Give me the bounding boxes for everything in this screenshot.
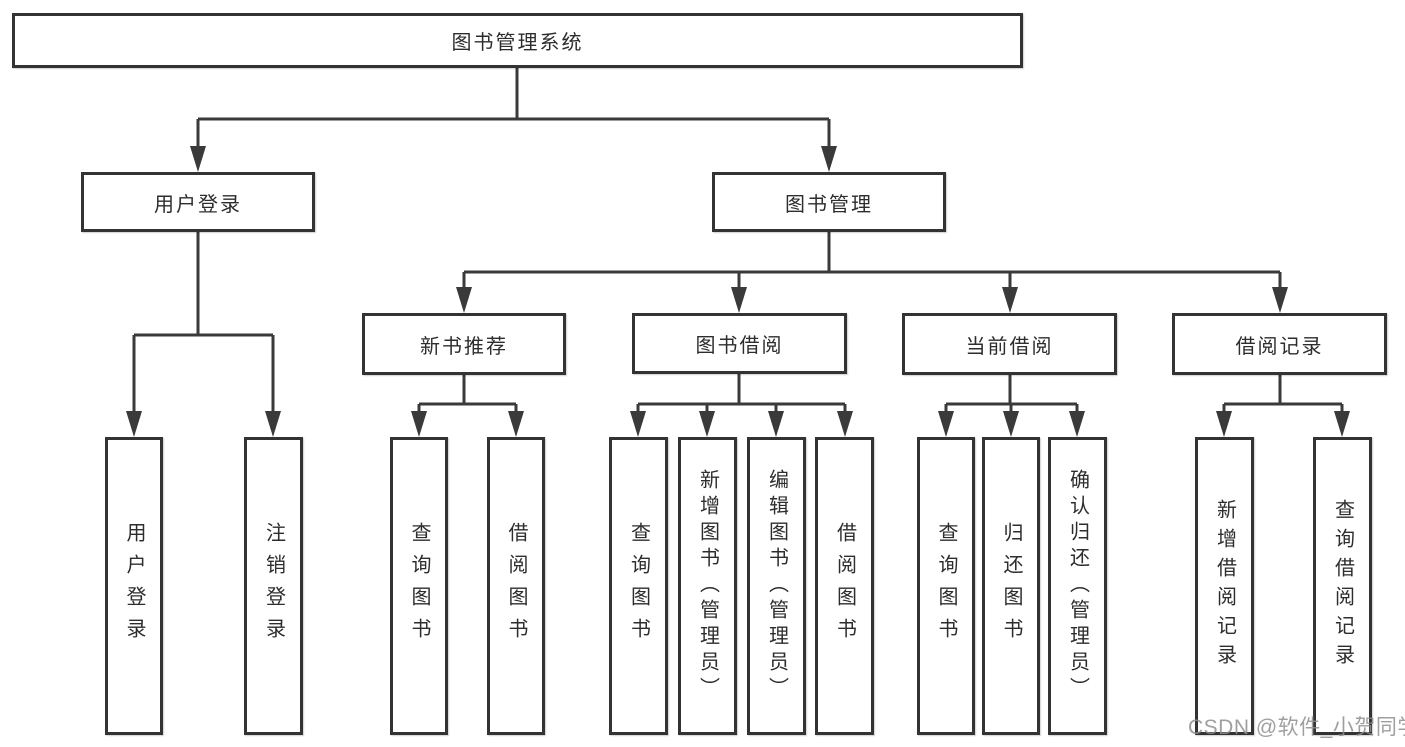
node-borrow-record: 借阅记录 xyxy=(1172,313,1387,375)
arrowheads xyxy=(126,146,1350,437)
node-leaf-recommend-query-books: 查询图书 xyxy=(390,437,448,735)
node-leaf-current-query-books: 查询图书 xyxy=(917,437,975,735)
node-user-login-label: 用户登录 xyxy=(154,193,242,216)
node-leaf-borrow-edit-books: 编辑图书（管理员） xyxy=(747,437,806,735)
node-book-borrow-label: 图书借阅 xyxy=(695,335,784,357)
node-leaf-user-login: 用户登录 xyxy=(105,437,163,735)
node-book-management: 图书管理 xyxy=(712,172,946,232)
node-new-book-recommend: 新书推荐 xyxy=(362,313,566,375)
node-leaf-logout: 注销登录 xyxy=(244,437,303,735)
node-borrow-record-label: 借阅记录 xyxy=(1235,335,1324,358)
node-user-login: 用户登录 xyxy=(81,172,315,232)
node-leaf-recommend-borrow-books: 借阅图书 xyxy=(487,437,545,735)
node-new-book-recommend-label: 新书推荐 xyxy=(420,335,508,358)
node-leaf-borrow-query-books: 查询图书 xyxy=(609,437,668,735)
node-leaf-borrow-borrow-books: 借阅图书 xyxy=(815,437,874,735)
node-root: 图书管理系统 xyxy=(12,13,1023,68)
node-current-borrow: 当前借阅 xyxy=(902,313,1117,375)
node-leaf-borrow-add-books: 新增图书（管理员） xyxy=(678,437,737,735)
watermark: CSDN @软件_小贺同学 xyxy=(1188,716,1405,739)
node-leaf-current-confirm-return: 确认归还（管理员） xyxy=(1048,437,1107,735)
node-current-borrow-label: 当前借阅 xyxy=(965,335,1054,358)
node-book-management-label: 图书管理 xyxy=(785,193,873,216)
node-leaf-record-add-record: 新增借阅记录 xyxy=(1195,437,1254,735)
node-leaf-current-return-books: 归还图书 xyxy=(982,437,1040,735)
node-book-borrow: 图书借阅 xyxy=(632,313,847,374)
node-leaf-record-query-record: 查询借阅记录 xyxy=(1313,437,1372,735)
node-root-label: 图书管理系统 xyxy=(451,32,584,54)
